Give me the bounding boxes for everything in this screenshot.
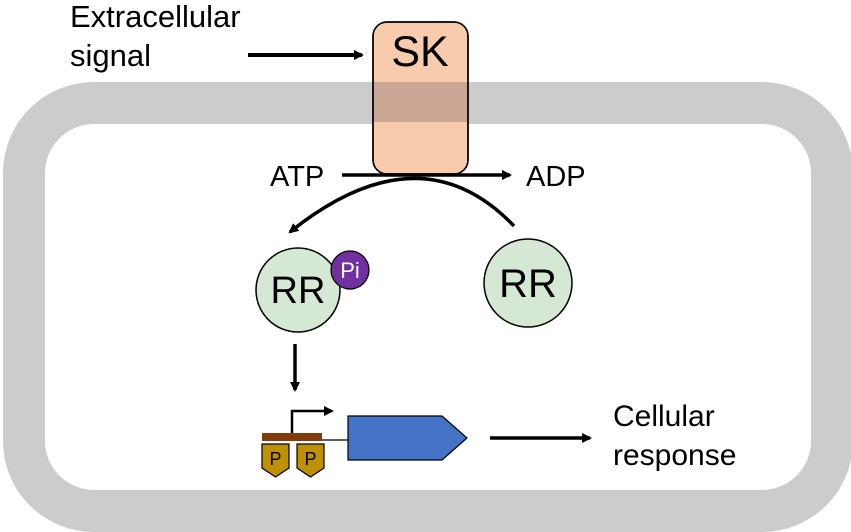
response-regulator (483, 238, 573, 328)
target-gene (347, 415, 468, 461)
phosphate-label: Pi (340, 258, 360, 283)
sensor-kinase-membrane-band (374, 82, 467, 122)
cellular-response-line-2: response (613, 439, 736, 472)
phosphotransfer-arrow (288, 176, 516, 234)
rr-phosphorylated-label: RR (271, 270, 326, 312)
extracellular-signal-label: Extracellular signal (70, 0, 249, 73)
operator-bar (262, 433, 322, 441)
promoter-box-2-label: P (304, 449, 316, 469)
atp-label: ATP (270, 161, 324, 193)
promoter-box-2 (296, 443, 325, 478)
cellular-response-label: Cellular response (613, 400, 736, 472)
transcription-start-arrow (290, 406, 334, 436)
phosphorylated-response-regulator (255, 247, 341, 333)
sensor-kinase-label: SK (391, 28, 449, 76)
adp-label: ADP (526, 161, 586, 193)
promoter-box-1-label: P (269, 449, 281, 469)
extracellular-label-line-1: Extracellular (70, 0, 241, 34)
extracellular-label-line-2: signal (70, 38, 151, 73)
phosphate-group (330, 250, 370, 290)
cellular-response-line-1: Cellular (613, 400, 715, 433)
rr-unphosphorylated-label: RR (499, 262, 557, 306)
promoter-box-1 (261, 443, 290, 478)
